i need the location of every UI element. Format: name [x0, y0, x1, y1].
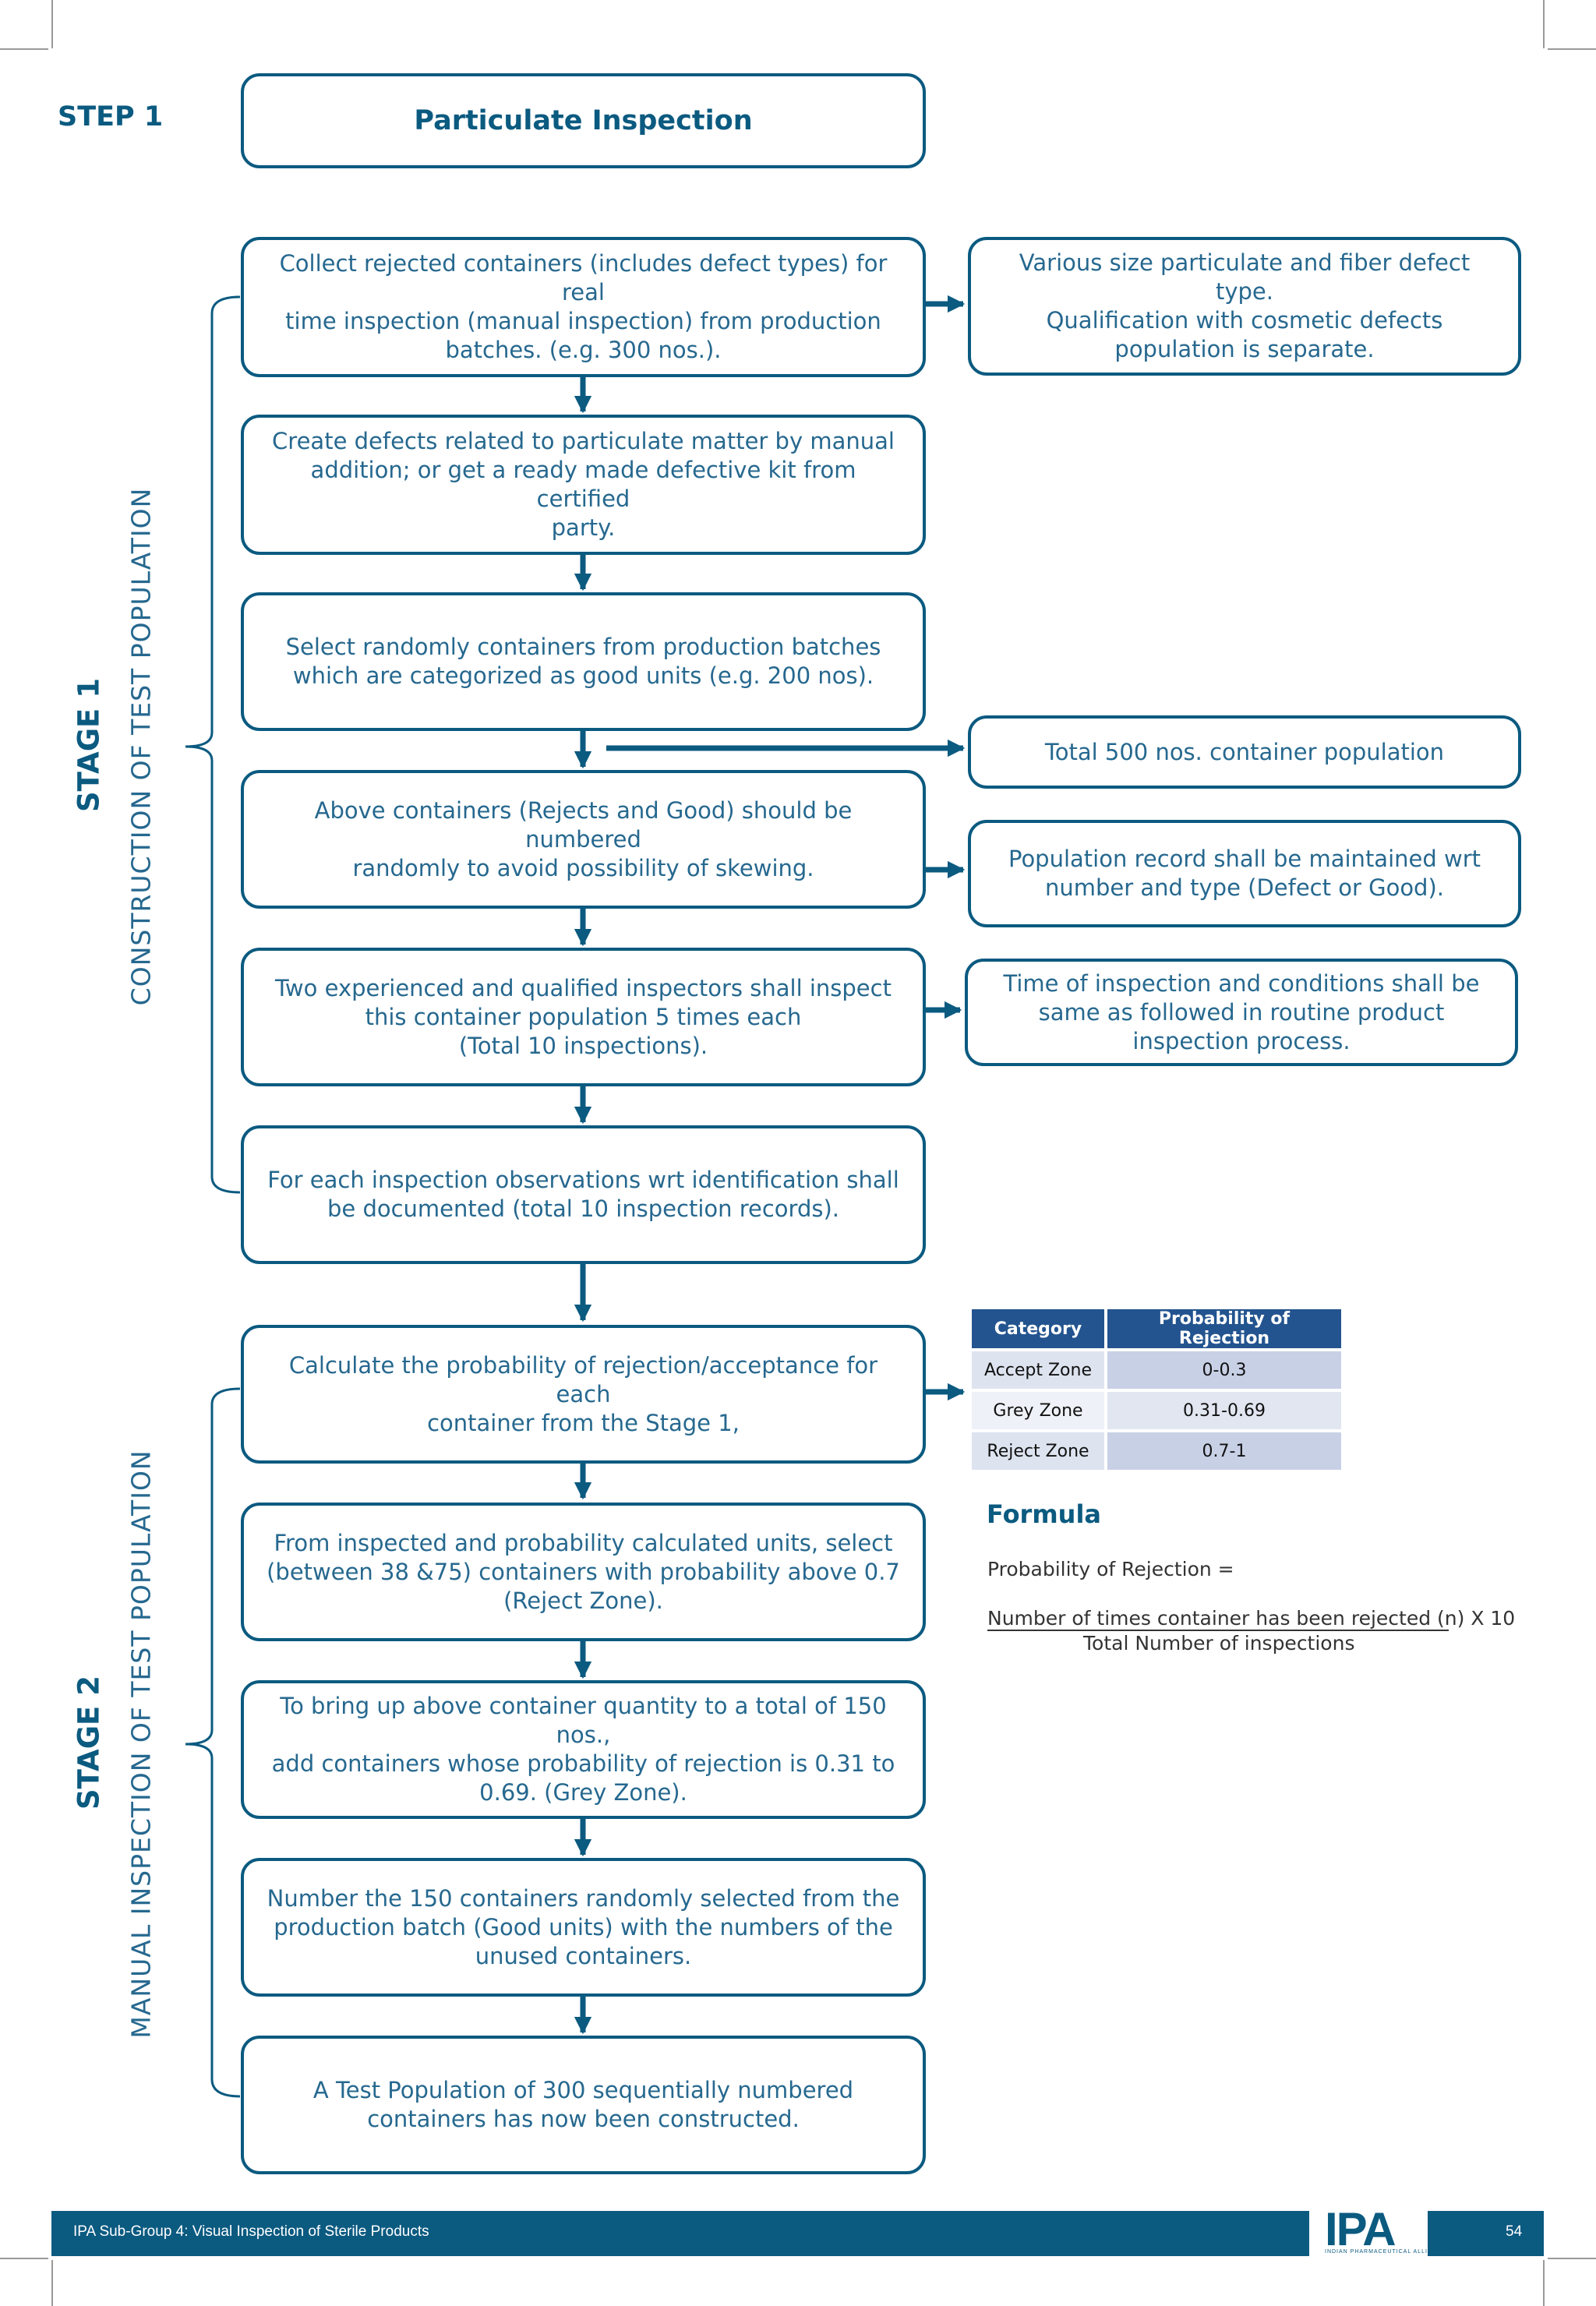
crop-mark: [51, 0, 53, 48]
stage2-bracket: [185, 1387, 241, 2098]
flow-step-grey-zone: To bring up above container quantity to …: [241, 1680, 926, 1819]
stage2-subtitle: MANUAL INSPECTION OF TEST POPULATION: [125, 1450, 157, 2039]
crop-mark: [0, 2258, 48, 2259]
stage1-label: STAGE 1: [72, 678, 106, 812]
flow-step-collect-rejects: Collect rejected containers (includes de…: [241, 237, 926, 377]
formula-multiplier: X 10: [1464, 1607, 1516, 1630]
ipa-logo-tagline: INDIAN PHARMACEUTICAL ALLIANCE: [1325, 2249, 1446, 2255]
table-cell: Reject Zone: [972, 1432, 1104, 1470]
table-header: Probability of Rejection: [1107, 1309, 1341, 1348]
flow-step-create-defects: Create defects related to particulate ma…: [241, 415, 926, 555]
table-cell: 0-0.3: [1107, 1351, 1341, 1389]
probability-table: Category Probability of Rejection Accept…: [969, 1306, 1344, 1473]
note-total-population: Total 500 nos. container population: [968, 715, 1521, 789]
crop-mark: [1548, 48, 1596, 50]
stage2-label: STAGE 2: [72, 1676, 106, 1810]
table-row: Grey Zone 0.31-0.69: [972, 1392, 1341, 1429]
ipa-logo: [1309, 2207, 1428, 2260]
formula-numerator-line: Number of times container has been rejec…: [987, 1607, 1515, 1630]
formula-title: Formula: [987, 1499, 1102, 1529]
flow-step-test-population: A Test Population of 300 sequentially nu…: [241, 2036, 926, 2174]
crop-mark: [1543, 2260, 1545, 2306]
flow-step-number-containers: Above containers (Rejects and Good) shou…: [241, 770, 926, 909]
crop-mark: [0, 48, 48, 50]
table-cell: Grey Zone: [972, 1392, 1104, 1429]
table-cell: 0.7-1: [1107, 1432, 1341, 1470]
table-header: Category: [972, 1309, 1104, 1348]
formula-numerator: Number of times container has been rejec…: [987, 1607, 1465, 1630]
crop-mark: [51, 2260, 53, 2306]
note-population-record: Population record shall be maintained wr…: [968, 820, 1521, 927]
crop-mark: [1543, 0, 1545, 48]
table-row: Reject Zone 0.7-1: [972, 1432, 1341, 1470]
formula-label: Probability of Rejection =: [987, 1558, 1234, 1580]
footer-bar: [51, 2211, 1544, 2256]
stage1-subtitle: CONSTRUCTION OF TEST POPULATION: [125, 487, 157, 1006]
table-cell: 0.31-0.69: [1107, 1392, 1341, 1429]
stage1-bracket: [185, 295, 241, 1194]
page-number: 54: [1506, 2223, 1523, 2240]
page-title: Particulate Inspection: [241, 73, 926, 168]
formula-denominator: Total Number of inspections: [1083, 1632, 1355, 1654]
ipa-logo-text: IPA: [1325, 2203, 1396, 2255]
flow-step-inspect: Two experienced and qualified inspectors…: [241, 948, 926, 1086]
flow-step-select-reject-zone: From inspected and probability calculate…: [241, 1503, 926, 1641]
step-label: STEP 1: [58, 101, 164, 132]
table-row: Accept Zone 0-0.3: [972, 1351, 1341, 1389]
table-cell: Accept Zone: [972, 1351, 1104, 1389]
flow-step-document: For each inspection observations wrt ide…: [241, 1125, 926, 1264]
footer-text: IPA Sub-Group 4: Visual Inspection of St…: [73, 2223, 429, 2240]
note-inspection-conditions: Time of inspection and conditions shall …: [965, 959, 1518, 1066]
flow-step-select-good: Select randomly containers from producti…: [241, 592, 926, 731]
flow-step-number-good: Number the 150 containers randomly selec…: [241, 1858, 926, 1997]
note-defect-types: Various size particulate and fiber defec…: [968, 237, 1521, 376]
flow-step-calculate: Calculate the probability of rejection/a…: [241, 1325, 926, 1464]
crop-mark: [1548, 2258, 1596, 2259]
